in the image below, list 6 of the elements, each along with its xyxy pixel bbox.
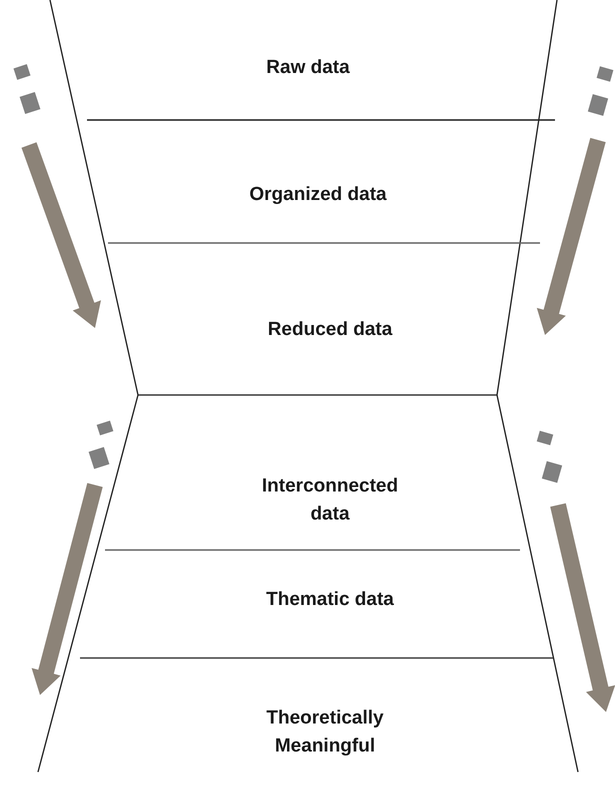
stage-label: Interconnected data <box>240 472 420 528</box>
stage-label: Raw data <box>266 54 350 82</box>
stage-label: Organized data <box>249 181 387 209</box>
stage-label: Theoretically Meaningful <box>230 704 420 760</box>
stage-label: Thematic data <box>266 586 394 614</box>
stage-label: Reduced data <box>268 316 392 344</box>
